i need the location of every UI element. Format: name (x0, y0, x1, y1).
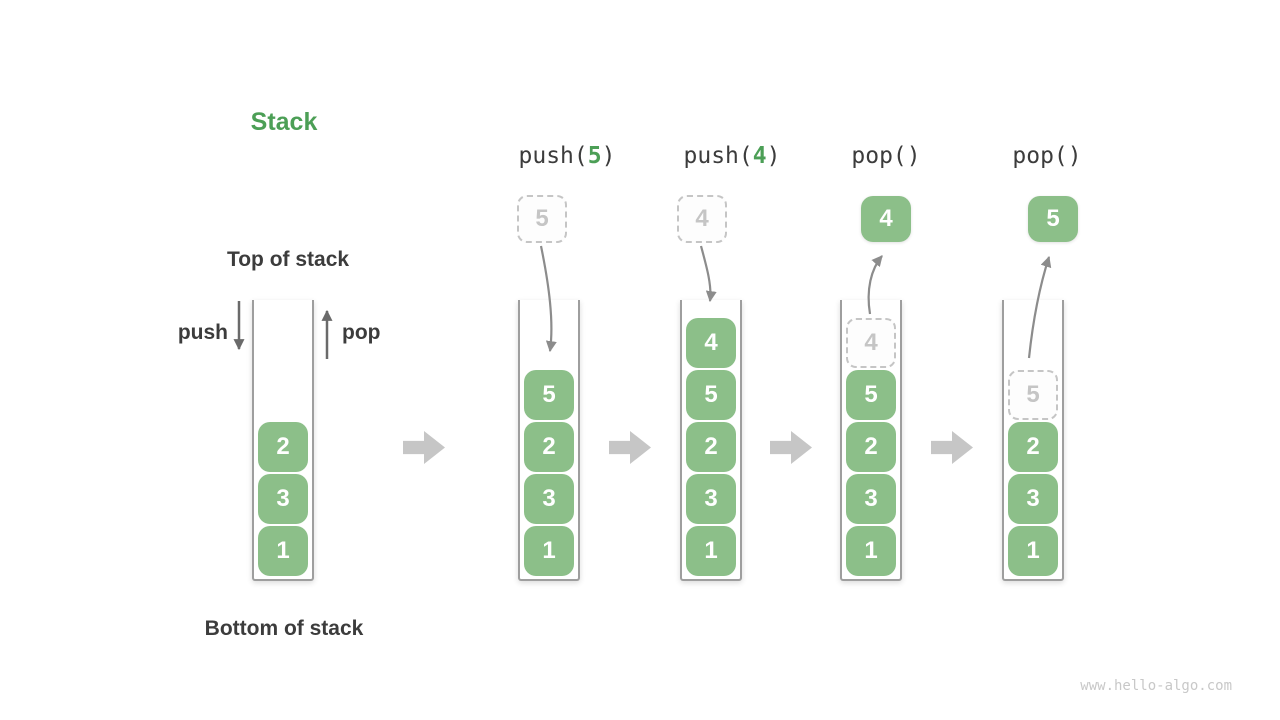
transition-arrow-icon (931, 431, 973, 464)
op-text: ) (601, 143, 616, 169)
stack-item: 1 (1008, 526, 1058, 576)
pushed-value-ghost-box: 4 (677, 195, 727, 243)
popped-value-box: 5 (1028, 196, 1078, 242)
pop-label: pop (342, 321, 381, 344)
popped-value-box: 4 (861, 196, 911, 242)
stack-slot-ghost: 4 (846, 318, 896, 368)
stack-item: 2 (686, 422, 736, 472)
top-of-stack-label: Top of stack (226, 248, 350, 271)
op-text: ) (766, 143, 781, 169)
stack-item: 3 (1008, 474, 1058, 524)
stack-item: 3 (686, 474, 736, 524)
watermark: www.hello-algo.com (1080, 678, 1232, 694)
op-label-push-4: push(4) (632, 143, 832, 169)
op-label-pop-1: pop() (786, 143, 986, 169)
transition-arrow-icon (609, 431, 651, 464)
stack-slot-ghost: 5 (1008, 370, 1058, 420)
stack-item: 3 (258, 474, 308, 524)
stack-item: 2 (846, 422, 896, 472)
stack-item: 1 (846, 526, 896, 576)
op-label-pop-2: pop() (947, 143, 1147, 169)
stack-item: 2 (258, 422, 308, 472)
stack-item: 3 (846, 474, 896, 524)
stack-item: 1 (258, 526, 308, 576)
op-arg: 5 (587, 143, 602, 169)
op-text: push( (518, 143, 588, 169)
transition-arrow-icon (770, 431, 812, 464)
stack-item: 3 (524, 474, 574, 524)
stack-item: 5 (846, 370, 896, 420)
stack-item: 5 (686, 370, 736, 420)
op-label-push-5: push(5) (467, 143, 667, 169)
stack-item: 2 (1008, 422, 1058, 472)
transition-arrow-icon (403, 431, 445, 464)
op-text: pop() (1012, 143, 1082, 169)
push-4-curve-arrow-icon (699, 245, 717, 303)
op-text: push( (683, 143, 753, 169)
diagram-title: Stack (250, 108, 318, 136)
stack-item: 4 (686, 318, 736, 368)
stack-item: 1 (686, 526, 736, 576)
pushed-value-ghost-box: 5 (517, 195, 567, 243)
bottom-of-stack-label: Bottom of stack (204, 617, 364, 640)
op-text: pop() (851, 143, 921, 169)
stack-item: 2 (524, 422, 574, 472)
stack-item: 1 (524, 526, 574, 576)
push-label: push (177, 321, 228, 344)
stack-item: 5 (524, 370, 574, 420)
op-arg: 4 (752, 143, 767, 169)
